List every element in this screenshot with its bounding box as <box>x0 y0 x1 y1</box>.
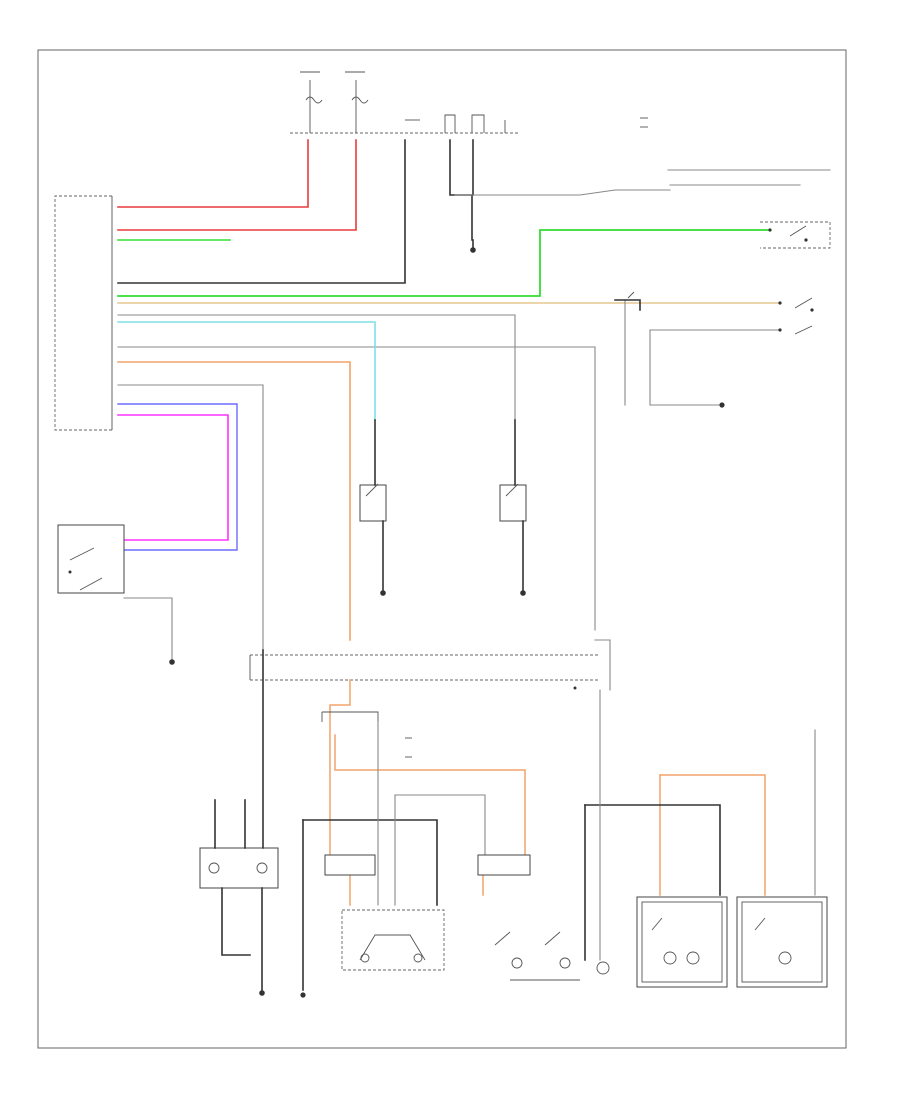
lower-wiring <box>302 689 816 991</box>
option-notes <box>640 117 648 128</box>
wire-red-2 <box>117 139 357 231</box>
black-wires-top <box>117 139 671 284</box>
gray-wires <box>117 169 831 631</box>
fuse-block <box>290 71 520 134</box>
headlamp-switch <box>57 524 175 665</box>
wire-magenta <box>117 414 229 541</box>
green-wires <box>117 229 771 297</box>
wire-green-2 <box>117 229 771 297</box>
right-door-switch <box>499 419 527 596</box>
body-control-module <box>54 195 113 431</box>
front-dome-lamp <box>300 909 445 998</box>
ground-g2 <box>719 402 725 408</box>
left-door-switch <box>359 419 387 596</box>
mid-connectors <box>321 711 412 758</box>
fuse-2 <box>351 80 369 133</box>
switch-mid-right <box>778 297 814 335</box>
cargo-lamp <box>596 961 610 975</box>
magenta-blue-wires <box>117 403 238 551</box>
fuse-1 <box>305 80 323 133</box>
diagram-frame <box>37 49 847 1049</box>
wire-blue <box>117 403 238 551</box>
wire-orange <box>117 361 351 641</box>
wire-red-1 <box>117 139 309 208</box>
splice-module <box>249 639 611 691</box>
orange-distribution <box>329 679 766 906</box>
right-courtesy-lamp <box>736 896 828 988</box>
ground-g1 <box>470 239 476 253</box>
wire-cyan <box>117 321 376 421</box>
relay-box-top <box>614 291 641 311</box>
left-courtesy-lamp <box>636 896 728 988</box>
switch-top-right <box>760 221 831 249</box>
red-wires <box>117 139 357 231</box>
rear-reading-lamps <box>494 931 580 981</box>
left-motor-module <box>199 649 279 996</box>
